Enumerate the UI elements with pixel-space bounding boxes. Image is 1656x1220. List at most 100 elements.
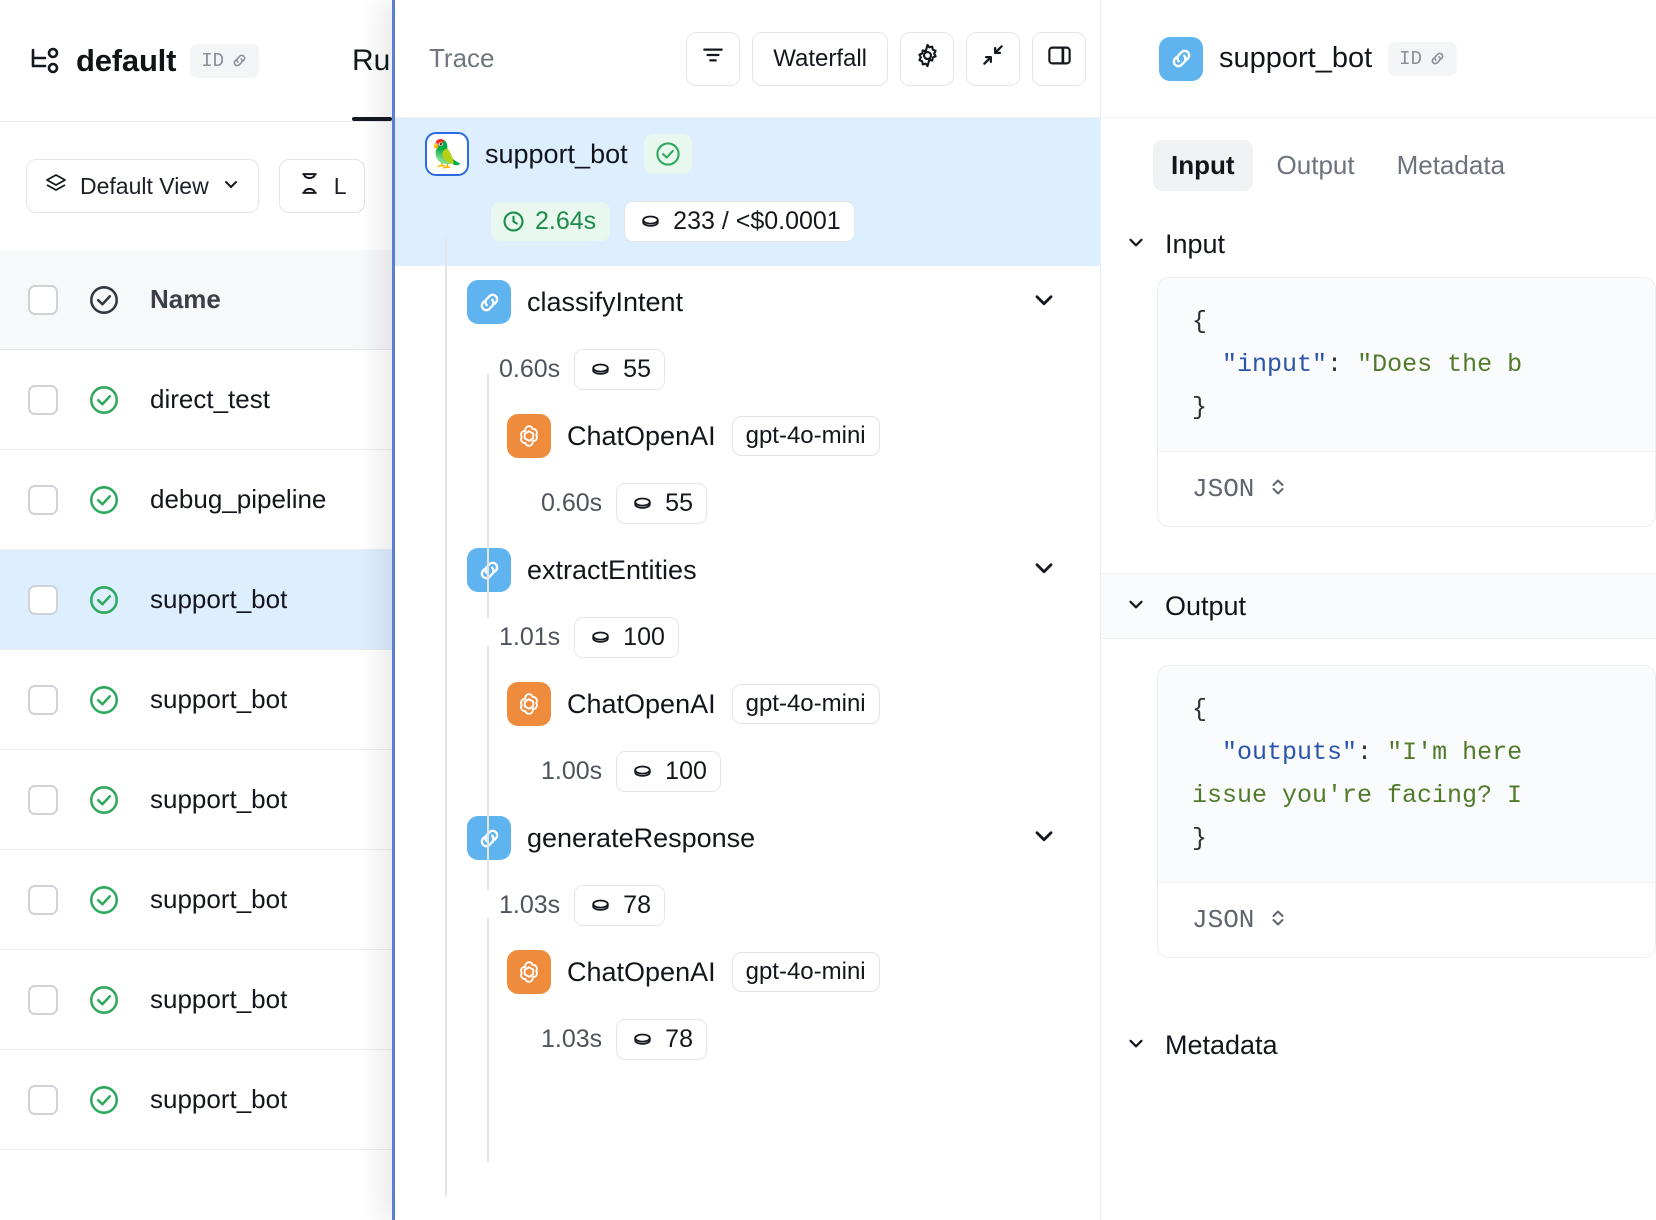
chevron-down-icon[interactable] bbox=[1030, 554, 1058, 587]
trace-node-row[interactable]: classifyIntent bbox=[395, 266, 1100, 338]
tab-output[interactable]: Output bbox=[1276, 150, 1355, 180]
node-token-badge: 55 bbox=[616, 482, 707, 524]
trace-node-meta: 0.60s 55 bbox=[395, 472, 1100, 534]
table-row[interactable]: support_bot bbox=[0, 1050, 420, 1150]
row-checkbox[interactable] bbox=[28, 484, 58, 515]
tree-connector bbox=[487, 646, 489, 890]
input-brace-close: } bbox=[1192, 393, 1208, 422]
chevron-down-icon[interactable] bbox=[1030, 286, 1058, 319]
input-brace-open: { bbox=[1192, 307, 1208, 336]
row-name: support_bot bbox=[150, 584, 288, 614]
row-status-icon bbox=[58, 982, 150, 1018]
row-checkbox[interactable] bbox=[28, 784, 58, 815]
row-status-icon bbox=[58, 682, 150, 718]
node-token-badge: 78 bbox=[574, 884, 665, 926]
table-row[interactable]: support_bot bbox=[0, 850, 420, 950]
input-code-card: { "input": "Does the b } JSON bbox=[1157, 277, 1656, 527]
hourglass-icon bbox=[297, 171, 322, 202]
runs-toolbar: Default View L bbox=[0, 122, 420, 250]
trace-node-row[interactable]: extractEntities bbox=[395, 534, 1100, 606]
trace-filter-button[interactable] bbox=[686, 31, 741, 86]
chevron-down-icon bbox=[1125, 591, 1147, 622]
trace-node-name: classifyIntent bbox=[527, 286, 684, 317]
chevron-updown-icon bbox=[1268, 475, 1288, 504]
latency-filter-label: L bbox=[333, 172, 347, 199]
output-json-value: "I'm here bbox=[1387, 738, 1523, 767]
tab-runs-underline bbox=[352, 117, 392, 121]
section-header-output[interactable]: Output bbox=[1101, 573, 1656, 639]
node-duration: 0.60s bbox=[541, 488, 603, 517]
tab-input[interactable]: Input bbox=[1153, 140, 1253, 191]
table-row[interactable]: debug_pipeline bbox=[0, 450, 420, 550]
tab-runs[interactable]: Ru bbox=[352, 44, 391, 77]
table-row[interactable]: support_bot bbox=[0, 750, 420, 850]
row-status-icon bbox=[58, 382, 150, 418]
chevron-down-icon bbox=[1125, 229, 1147, 260]
section-header-input[interactable]: Input bbox=[1101, 211, 1656, 277]
output-code-card: { "outputs": "I'm here issue you're faci… bbox=[1157, 665, 1656, 958]
row-checkbox[interactable] bbox=[28, 984, 58, 1015]
page-title: default bbox=[76, 42, 177, 78]
input-format-selector[interactable]: JSON bbox=[1158, 451, 1655, 526]
status-badge bbox=[643, 134, 692, 174]
output-format-selector[interactable]: JSON bbox=[1158, 882, 1655, 957]
row-name: direct_test bbox=[150, 384, 270, 414]
input-code-body: { "input": "Does the b } bbox=[1158, 278, 1655, 451]
row-checkbox[interactable] bbox=[28, 384, 58, 415]
input-format-label: JSON bbox=[1192, 474, 1255, 504]
section-header-metadata[interactable]: Metadata bbox=[1101, 1012, 1656, 1078]
row-status-icon bbox=[58, 482, 150, 518]
row-checkbox[interactable] bbox=[28, 884, 58, 915]
node-duration: 0.60s bbox=[499, 354, 561, 383]
link-icon bbox=[1429, 50, 1446, 67]
link-icon bbox=[231, 52, 248, 69]
collapse-all-button[interactable] bbox=[966, 31, 1020, 86]
select-all-checkbox[interactable] bbox=[28, 284, 58, 315]
trace-node-name: extractEntities bbox=[527, 554, 697, 585]
tree-connector bbox=[487, 374, 489, 618]
trace-node-row[interactable]: generateResponse bbox=[395, 802, 1100, 874]
project-header: default ID bbox=[0, 0, 420, 121]
column-header-name: Name bbox=[150, 284, 221, 314]
trace-node-row[interactable]: 🦜support_bot bbox=[395, 118, 1100, 190]
model-badge: gpt-4o-mini bbox=[731, 416, 880, 456]
project-id-chip[interactable]: ID bbox=[190, 43, 260, 78]
node-token-badge: 100 bbox=[574, 616, 679, 658]
output-json-key: "outputs" bbox=[1222, 738, 1358, 767]
table-row[interactable]: support_bot bbox=[0, 650, 420, 750]
detail-id-chip[interactable]: ID bbox=[1388, 41, 1457, 76]
waterfall-button[interactable]: Waterfall bbox=[752, 31, 888, 86]
project-id-label: ID bbox=[201, 49, 225, 72]
tree-connector bbox=[445, 238, 447, 1196]
chevron-down-icon[interactable] bbox=[1030, 822, 1058, 855]
row-name: support_bot bbox=[150, 884, 288, 914]
latency-filter-button[interactable]: L bbox=[278, 159, 365, 213]
trace-panel: Trace Waterfall bbox=[392, 0, 1100, 1220]
table-row[interactable]: support_bot bbox=[0, 950, 420, 1050]
row-checkbox[interactable] bbox=[28, 1084, 58, 1115]
default-view-button[interactable]: Default View bbox=[26, 159, 259, 213]
trace-node-name: ChatOpenAI bbox=[567, 688, 716, 719]
toggle-side-panel-button[interactable] bbox=[1032, 31, 1086, 86]
table-row[interactable]: direct_test bbox=[0, 350, 420, 450]
output-brace-close: } bbox=[1192, 824, 1208, 853]
detail-title: support_bot bbox=[1219, 42, 1373, 74]
trace-settings-button[interactable] bbox=[900, 31, 954, 86]
trace-node-name: ChatOpenAI bbox=[567, 956, 716, 987]
row-checkbox[interactable] bbox=[28, 584, 58, 615]
tab-metadata[interactable]: Metadata bbox=[1396, 150, 1505, 180]
input-json-sep: : bbox=[1327, 350, 1358, 379]
row-checkbox[interactable] bbox=[28, 684, 58, 715]
row-status-icon bbox=[58, 882, 150, 918]
table-row[interactable]: support_bot bbox=[0, 550, 420, 650]
chevron-down-icon bbox=[1125, 1030, 1147, 1061]
